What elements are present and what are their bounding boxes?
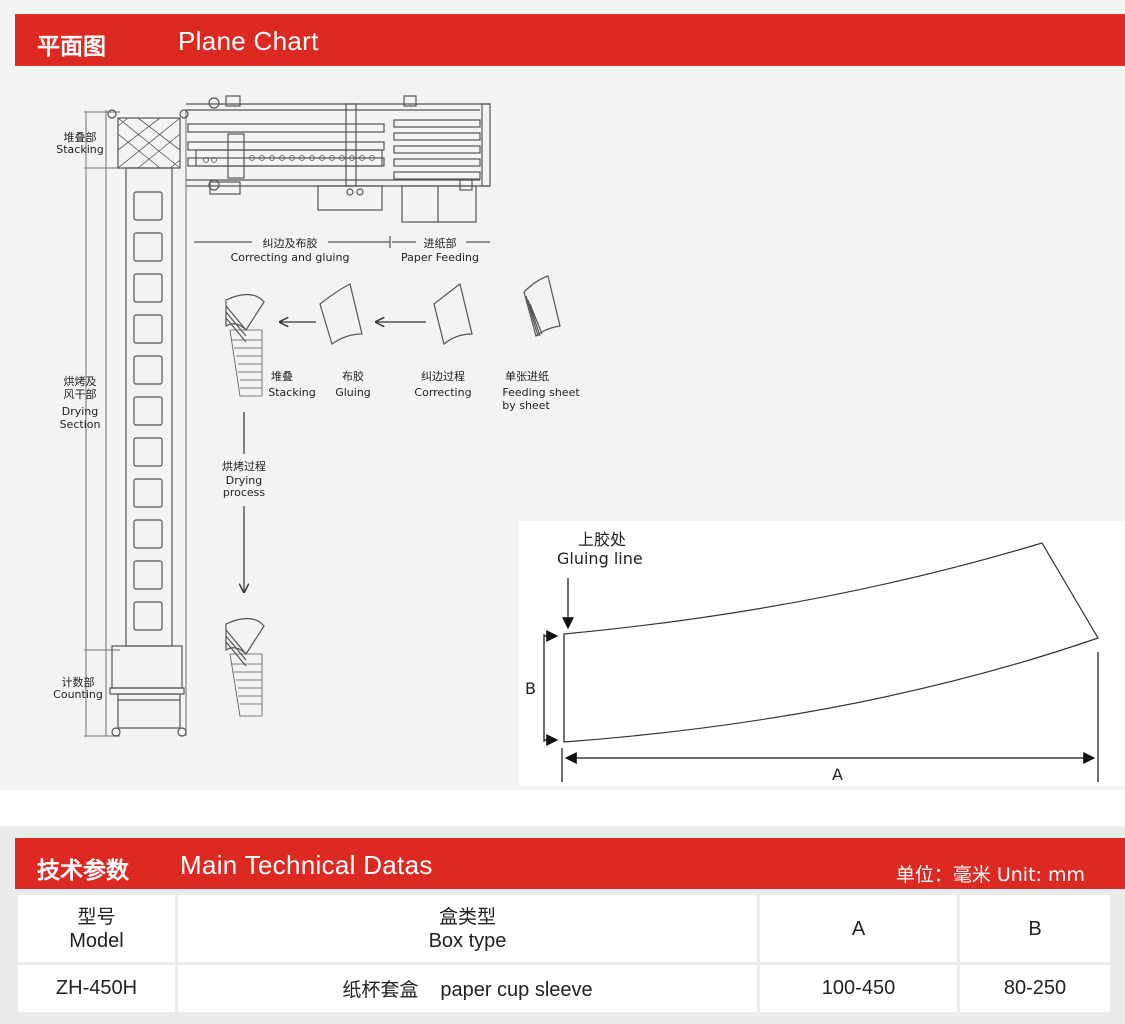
drying-process-cn: 烘烤过程	[222, 459, 266, 473]
process-stacking-en: Stacking	[268, 386, 315, 399]
process-feeding-en-2: by sheet	[502, 399, 550, 412]
dimension-a-label: A	[832, 765, 843, 784]
drying-trays	[133, 191, 163, 631]
sleeve-shape-panel: 上胶处 Gluing line B A	[519, 521, 1125, 786]
stacked-sheets-top	[225, 293, 265, 397]
box-type-header-cn: 盒类型	[438, 905, 496, 928]
a-header: A	[757, 892, 960, 965]
model-header-en: Model	[69, 929, 124, 952]
counting-unit	[111, 645, 183, 689]
drying-label-en-2: Section	[60, 418, 101, 431]
a-range-cell: 100-450	[757, 962, 960, 1015]
sleeve-shape-diagram: 上胶处 Gluing line B A	[525, 530, 1099, 784]
box-type-header: 盒类型 Box type	[175, 892, 760, 965]
paper-feeding-label-en: Paper Feeding	[401, 251, 479, 264]
specs-table: 型号 Model 盒类型 Box type A B ZH-450H 纸杯套盒 pa…	[15, 892, 1113, 1015]
gluing-line-label-cn: 上胶处	[578, 530, 626, 549]
unit-label: 单位：毫米 Unit: mm	[895, 864, 1085, 886]
drying-process-en-1: Drying	[226, 474, 263, 487]
plane-chart-header: 平面图 Plane Chart	[15, 14, 1125, 66]
plane-chart-title-en: Plane Chart	[178, 26, 319, 56]
process-correcting-en: Correcting	[414, 386, 471, 399]
correcting-sheet	[433, 282, 473, 346]
stacked-sheets-bottom	[225, 617, 265, 717]
drying-process-en-2: process	[223, 486, 266, 499]
process-correcting-cn: 纠边过程	[421, 370, 465, 383]
gluing-sheet	[319, 283, 363, 345]
plane-chart-title-cn: 平面图	[37, 34, 106, 60]
box-type-cn: 纸杯套盒	[342, 979, 419, 1001]
technical-data-title-en: Main Technical Datas	[180, 850, 433, 880]
model-header: 型号 Model	[15, 892, 178, 965]
box-type-en: paper cup sleeve	[440, 979, 593, 1001]
feeder-gluer-unit	[186, 95, 491, 223]
correcting-gluing-label-cn: 纠边及布胶	[263, 236, 318, 250]
paper-feeding-label-cn: 进纸部	[424, 236, 457, 250]
counting-label-en: Counting	[53, 688, 103, 701]
process-stacking-cn: 堆叠	[271, 370, 293, 383]
counting-label-cn: 计数部	[62, 675, 95, 689]
dimension-b-label: B	[525, 679, 536, 698]
model-header-cn: 型号	[77, 905, 116, 928]
sleeve-blank-outline	[563, 542, 1099, 743]
machine-plan-diagram: 堆叠部 Stacking 烘烤及 风干部 Drying Section 计数部 …	[53, 95, 580, 737]
b-range-cell: 80-250	[957, 962, 1113, 1015]
drying-column	[125, 167, 173, 647]
process-gluing-cn: 布胶	[342, 369, 364, 383]
box-type-header-en: Box type	[428, 929, 507, 952]
stacking-label-en: Stacking	[56, 143, 103, 156]
correcting-gluing-label-en: Correcting and gluing	[231, 251, 350, 264]
gluing-line-label-en: Gluing line	[557, 549, 643, 568]
box-type-cell: 纸杯套盒 paper cup sleeve	[175, 962, 760, 1015]
drying-label-en-1: Drying	[62, 405, 99, 418]
stacking-label-cn: 堆叠部	[64, 130, 97, 144]
specs-header-row: 型号 Model 盒类型 Box type A B	[15, 892, 1113, 965]
technical-data-header: 技术参数 Main Technical Datas 单位：毫米 Unit: mm	[15, 838, 1125, 889]
technical-data-title-cn: 技术参数	[37, 858, 129, 884]
b-header: B	[957, 892, 1113, 965]
drying-label-cn-2: 风干部	[64, 387, 97, 401]
drying-label-cn-1: 烘烤及	[64, 374, 97, 388]
model-cell: ZH-450H	[15, 962, 178, 1015]
process-feeding-en-1: Feeding sheet	[502, 386, 580, 399]
feeding-stack	[523, 275, 561, 338]
table-row: ZH-450H 纸杯套盒 paper cup sleeve 100-450 80-…	[15, 962, 1113, 1015]
process-gluing-en: Gluing	[335, 386, 371, 399]
process-feeding-cn: 单张进纸	[505, 370, 549, 383]
